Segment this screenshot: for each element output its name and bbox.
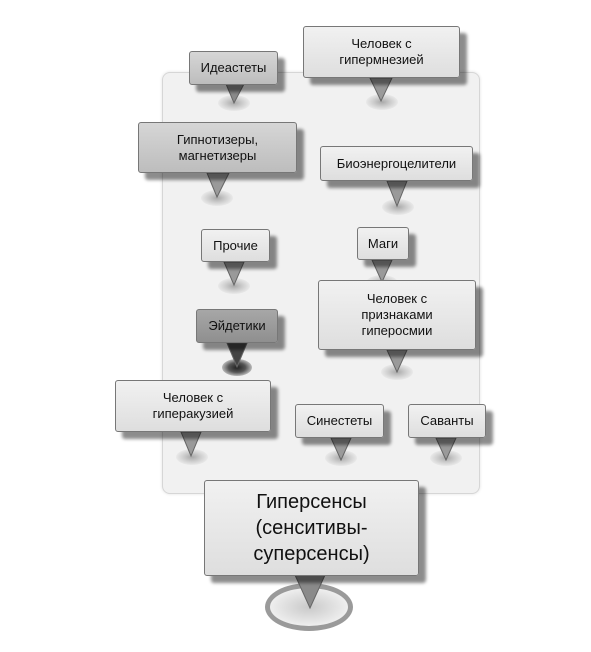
node-ideastety-label: Идеастеты (200, 60, 267, 75)
hyperacusis-pointer (180, 431, 202, 458)
node-eidetiki: Эйдетики (196, 309, 278, 343)
node-savants-label: Саванты (420, 413, 474, 428)
bioenergy-anchor (382, 199, 414, 215)
synesthetes-pointer (330, 437, 352, 462)
node-hyperacusis: Человек с гиперакузией (115, 380, 271, 432)
node-ideastety: Идеастеты (189, 51, 278, 85)
hypnotizers-pointer (206, 172, 230, 199)
node-magi: Маги (357, 227, 409, 260)
main-pointer (294, 574, 326, 610)
hypermnesia-anchor (366, 94, 398, 110)
node-synesthetes-label: Синестеты (306, 413, 373, 428)
node-bioenergy-label: Биоэнергоцелители (336, 155, 457, 171)
node-hypermnesia-label: Человек с гипермнезией (339, 36, 424, 67)
savants-pointer (435, 437, 457, 462)
main-node-hypersenses: Гиперсенсы (сенситивы- суперсенсы) (204, 480, 419, 576)
hyperacusis-anchor (176, 449, 208, 465)
eidetiki-pointer (226, 342, 248, 369)
node-hypnotizers-label: Гипнотизеры, магнетизеры (176, 131, 259, 163)
hyperosmia-pointer (386, 349, 408, 374)
hypermnesia-pointer (369, 77, 393, 103)
main-node-label: Гиперсенсы (сенситивы- суперсенсы) (253, 491, 370, 565)
node-savants: Саванты (408, 404, 486, 438)
node-magi-label: Маги (367, 235, 399, 251)
node-hyperosmia: Человек с признаками гиперосмии (318, 280, 476, 350)
node-hypnotizers: Гипнотизеры, магнетизеры (138, 122, 297, 173)
ideastety-pointer (225, 83, 245, 105)
magi-pointer (371, 259, 393, 284)
node-hyperacusis-label: Человек с гиперакузией (152, 390, 234, 421)
node-hypermnesia: Человек с гипермнезией (303, 26, 460, 78)
node-bioenergy: Биоэнергоцелители (320, 146, 473, 181)
node-eidetiki-label: Эйдетики (208, 318, 266, 333)
node-prochie: Прочие (201, 229, 270, 262)
node-synesthetes: Синестеты (295, 404, 384, 438)
node-prochie-label: Прочие (213, 237, 258, 253)
bioenergy-pointer (386, 180, 408, 208)
node-hyperosmia-label: Человек с признаками гиперосмии (361, 291, 433, 338)
prochie-pointer (223, 261, 245, 287)
